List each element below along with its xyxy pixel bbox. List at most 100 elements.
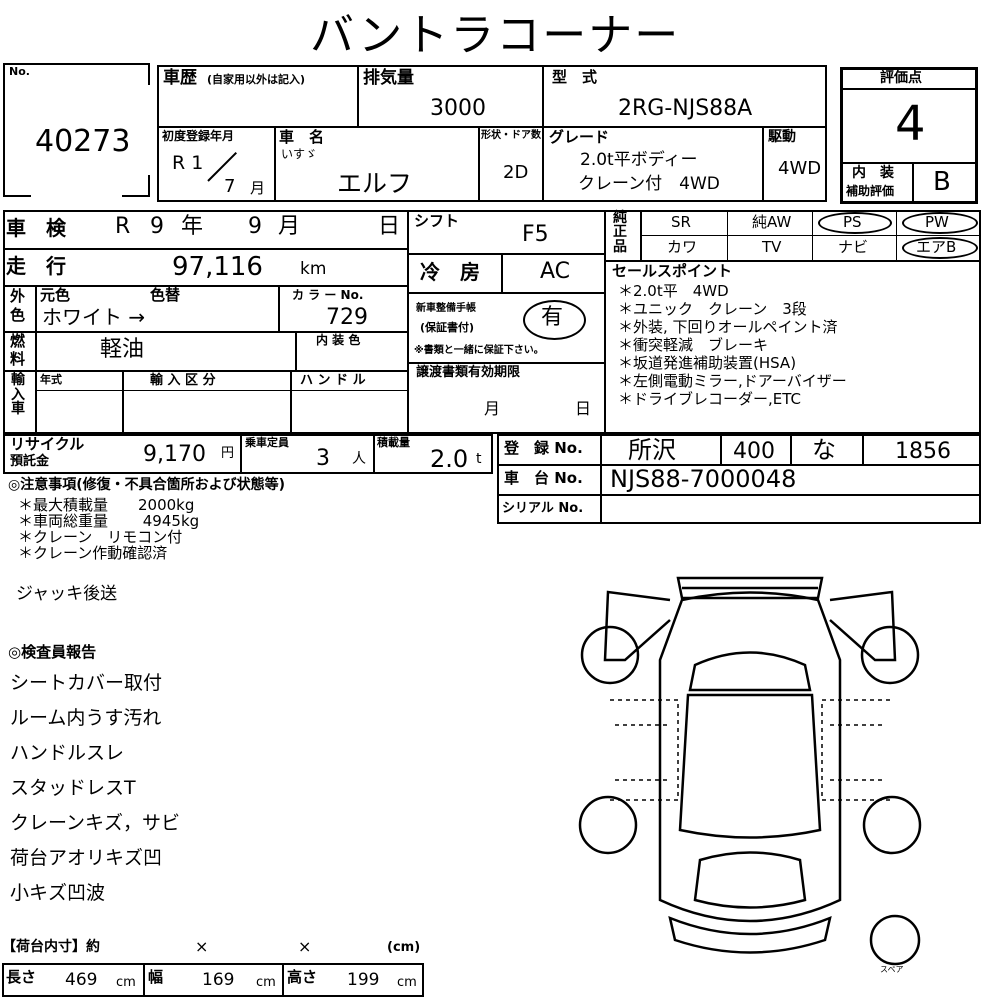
manual-value: 有 — [541, 305, 564, 330]
vehicle-info-grid — [157, 65, 827, 202]
displacement-value: 3000 — [430, 96, 486, 121]
inspection-year-unit: 年 — [181, 214, 204, 239]
color-code: 729 — [326, 305, 368, 330]
fuel-value: 軽油 — [100, 337, 145, 362]
equip-ps-circle — [818, 212, 892, 234]
first-reg-month-unit: 月 — [250, 179, 266, 197]
equipment-side-3: 品 — [613, 239, 627, 255]
capacity-label: 乗車定員 — [245, 436, 289, 449]
serial-label: シリアル No. — [502, 501, 584, 516]
capacity-value: 3 — [316, 446, 330, 471]
sales-points-label: セールスポイント — [612, 262, 733, 280]
grade-line-2: クレーン付 4WD — [578, 174, 720, 194]
lot-label: No. — [9, 65, 30, 78]
interior-label-2: 補助評価 — [846, 184, 895, 198]
list-item: ハンドルスレ — [10, 742, 125, 764]
list-item: ＊ドライブレコーダー,ETC — [618, 390, 802, 408]
registration-kana: な — [812, 436, 836, 464]
bed-x1: × — [195, 937, 209, 956]
lot-box — [3, 63, 150, 197]
recycle-unit: 円 — [221, 446, 235, 461]
history-note: (自家用以外は記入) — [207, 73, 306, 86]
spare-label: スペア — [880, 965, 903, 974]
registration-label: 登 録 No. — [504, 439, 583, 457]
history-label: 車歴 — [163, 68, 197, 88]
car-name-label: 車 名 — [279, 128, 325, 146]
list-item: ＊2.0t平 4WD — [618, 282, 729, 300]
list-item: クレーンキズ，サビ — [10, 812, 181, 834]
inspection-day-unit: 日 — [378, 214, 401, 239]
transfer-day-unit: 日 — [575, 399, 592, 418]
import-year-label: 年式 — [40, 373, 62, 386]
shift-value: F5 — [522, 222, 549, 247]
manual-label-2: (保証書付) — [420, 321, 475, 334]
equip-navi: ナビ — [838, 238, 869, 256]
recycle-label-1: リサイクル — [10, 435, 85, 453]
color-change-label: 色替 — [150, 286, 181, 304]
load-label: 積載量 — [377, 436, 410, 449]
color-original-label: 元色 — [40, 286, 71, 304]
drive-label: 駆動 — [768, 129, 796, 145]
equip-leather: カワ — [667, 238, 698, 256]
aircon-label: 冷 房 — [420, 260, 480, 284]
registration-area: 所沢 — [628, 436, 676, 464]
model-value: 2RG-NJS88A — [618, 96, 753, 121]
inspection-month-unit: 月 — [278, 214, 301, 239]
score-value: 4 — [895, 96, 926, 152]
car-maker: いすゞ — [281, 147, 318, 161]
list-item: ＊外装, 下回りオールペイント済 — [618, 318, 838, 336]
bed-height-label: 高さ — [287, 968, 318, 986]
list-item: ＊ユニック クレーン 3段 — [618, 300, 807, 318]
load-unit: t — [476, 451, 482, 467]
bed-height-cm: cm — [397, 975, 417, 990]
color-side-1: 外 — [10, 287, 26, 305]
bed-x2: × — [298, 937, 312, 956]
bed-label: 【荷台内寸】約 — [2, 939, 100, 955]
chassis-label: 車 台 No. — [504, 469, 583, 487]
manual-yes-circle — [523, 300, 586, 340]
list-item: シートカバー取付 — [10, 672, 163, 694]
bed-width-cm: cm — [256, 975, 276, 990]
list-item: ＊左側電動ミラー,ドアーバイザー — [618, 372, 847, 390]
equipment-side-2: 正 — [613, 224, 627, 240]
model-label: 型 式 — [552, 68, 598, 86]
notes-extra: ジャッキ後送 — [16, 584, 118, 604]
first-reg-era: R 1 — [172, 152, 204, 174]
recycle-grid — [3, 434, 493, 474]
first-reg-month: 7 — [224, 176, 236, 197]
bed-length-label: 長さ — [6, 968, 37, 986]
load-value: 2.0 — [430, 445, 469, 473]
fuel-side-2: 料 — [10, 350, 26, 368]
transfer-month-unit: 月 — [484, 399, 501, 418]
import-handle-label: ハ ン ド ル — [300, 373, 366, 388]
bed-width: 169 — [202, 970, 235, 990]
manual-label-1: 新車整備手帳 — [416, 303, 476, 314]
bed-width-label: 幅 — [148, 968, 164, 986]
capacity-unit: 人 — [352, 451, 366, 467]
mileage-value: 97,116 — [172, 252, 263, 282]
grade-line-1: 2.0t平ボディー — [580, 150, 698, 170]
recycle-label-2: 預託金 — [10, 454, 50, 469]
bed-length-cm: cm — [116, 975, 136, 990]
equip-pw: PW — [925, 213, 949, 231]
score-label: 評価点 — [880, 70, 922, 86]
chassis-value: NJS88-7000048 — [610, 465, 797, 493]
inspection-era: R — [115, 214, 131, 239]
body-value: 2D — [503, 162, 529, 183]
registration-grid — [497, 434, 981, 524]
lot-number: 40273 — [35, 124, 131, 159]
body-label: 形状・ドア数 — [481, 130, 541, 141]
manual-note: ※書類と一緒に保証下さい。 — [414, 345, 544, 356]
registration-class: 400 — [733, 439, 775, 464]
registration-number: 1856 — [895, 439, 951, 464]
first-reg-label: 初度登録年月 — [162, 129, 235, 143]
equip-aw: 純AW — [752, 213, 792, 231]
equip-airbag: エアB — [916, 238, 957, 256]
inspection-month: 9 — [248, 214, 262, 239]
list-item: ＊車両総重量 4945kg — [18, 512, 200, 530]
shift-label: シフト — [414, 212, 460, 230]
car-name-value: エルフ — [337, 169, 413, 198]
equip-airbag-circle — [902, 237, 978, 259]
inspector-label: ◎検査員報告 — [8, 643, 97, 661]
displacement-label: 排気量 — [363, 68, 414, 88]
